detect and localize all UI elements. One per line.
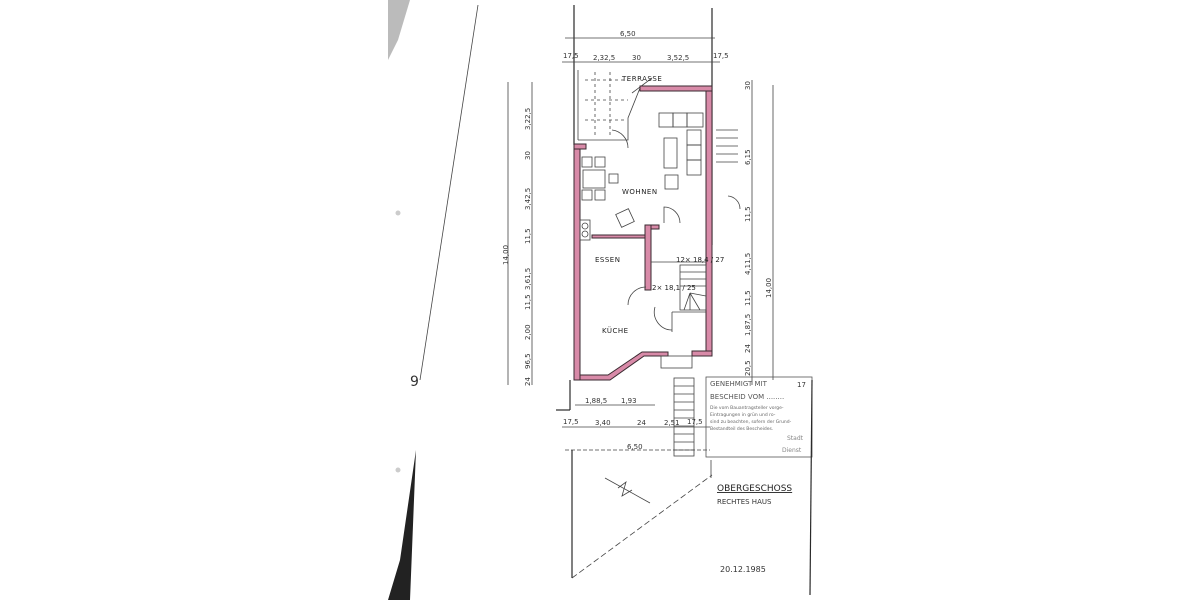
stamp-body-line: Eintragungen in grün und ro- <box>710 412 776 418</box>
dimension-label: 17,5 <box>563 418 579 426</box>
stamp-number: 17 <box>797 381 806 389</box>
drawing-subtitle: RECHTES HAUS <box>717 498 772 506</box>
bottom-dimensions: 1,88,5 1,93 17,5 3,40 24 2,51 17,5 6,50 <box>562 397 710 451</box>
dimension-label: 2,32,5 <box>593 54 615 62</box>
dimension-label: 11,5 <box>524 228 532 244</box>
dimension-label: 30 <box>524 151 532 160</box>
dimension-label: 1,87,5 <box>744 314 752 336</box>
scan-shadow-bottom <box>388 450 416 600</box>
dimension-label: 17,5 <box>563 52 579 60</box>
dimension-label: 3,61,5 <box>524 268 532 290</box>
dimension-label: 14,00 <box>765 278 773 298</box>
stamp-body-line: Bestandteil des Bescheides. <box>710 426 773 432</box>
dimension-label: 11,5 <box>524 294 532 310</box>
dimension-label: 3,22,5 <box>524 108 532 130</box>
dimension-label: 2,00 <box>524 324 532 340</box>
dimension-label: 30 <box>632 54 641 62</box>
dimension-label: 1,88,5 <box>585 397 607 405</box>
punch-hole <box>395 467 401 473</box>
dimension-label: 3,42,5 <box>524 188 532 210</box>
terrace: TERRASSE <box>577 70 662 141</box>
dimension-label: 30 <box>744 81 752 90</box>
exterior-walls <box>573 85 713 381</box>
dimension-label: 14,00 <box>502 245 510 265</box>
north-arrow-icon <box>604 477 651 504</box>
punch-hole <box>395 210 401 216</box>
dimension-label: 17,5 <box>713 52 729 60</box>
margin-mark: 9 <box>410 374 419 390</box>
furniture <box>579 112 741 331</box>
interior-walls <box>591 224 706 332</box>
stamp-signature: Dienst <box>782 447 802 454</box>
dimension-label: 20,5 <box>744 360 752 376</box>
right-dimensions: 30 6,15 11,5 4,11,5 11,5 1,87,5 24 20,5 … <box>744 80 774 385</box>
stamp-line: BESCHEID VOM ........ <box>710 393 784 401</box>
dimension-label: 96,5 <box>524 353 532 369</box>
dimension-label: 4,11,5 <box>744 253 752 275</box>
dimension-label: 24 <box>744 344 752 353</box>
dimension-label: 3,52,5 <box>667 54 689 62</box>
staircase <box>679 264 707 311</box>
drawing-title: OBERGESCHOSS <box>717 484 792 494</box>
room-label-living: WOHNEN <box>622 188 658 196</box>
dimension-label: 24 <box>637 419 646 427</box>
room-label-kitchen: KÜCHE <box>602 326 629 335</box>
dimension-label: 11,5 <box>744 206 752 222</box>
drawing-date: 20.12.1985 <box>720 565 766 574</box>
room-label-terrace: TERRASSE <box>621 75 662 83</box>
left-dimensions: 14,00 3,22,5 30 3,42,5 11,5 3,61,5 11,5 … <box>502 82 533 386</box>
dimension-label: 24 <box>524 377 532 386</box>
stamp-line: GENEHMIGT MIT <box>710 380 768 388</box>
stamp-signature: Stadt <box>787 435 804 442</box>
fold-line <box>419 4 479 381</box>
stamp-body-line: sind zu beachten, sofern der Grund- <box>710 419 792 425</box>
top-dimensions: 6,50 17,5 2,32,5 30 3,52,5 17,5 <box>562 30 729 63</box>
stair-note-small: 2× 18,1 / 25 <box>652 284 696 292</box>
dimension-label: 2,51 <box>664 419 680 427</box>
room-label-dining: ESSEN <box>595 256 620 264</box>
approval-stamp: GENEHMIGT MIT BESCHEID VOM ........ 17 D… <box>705 376 813 458</box>
dimension-label: 1,93 <box>621 397 637 405</box>
dimension-label: 6,15 <box>744 149 752 165</box>
dimension-label: 6,50 <box>620 30 636 38</box>
stamp-body-line: Die vom Bauantragsteller vorge- <box>710 405 784 411</box>
scan-shadow-top <box>388 0 410 60</box>
dimension-label: 17,5 <box>687 418 703 426</box>
dimension-label: 3,40 <box>595 419 611 427</box>
site-boundary-right <box>809 379 813 596</box>
stair-note-main: 12× 18,4 / 27 <box>676 256 724 264</box>
dimension-label: 6,50 <box>627 443 643 451</box>
entrance-steps <box>660 355 695 457</box>
site-diagonal <box>571 474 713 579</box>
dimension-label: 11,5 <box>744 290 752 306</box>
